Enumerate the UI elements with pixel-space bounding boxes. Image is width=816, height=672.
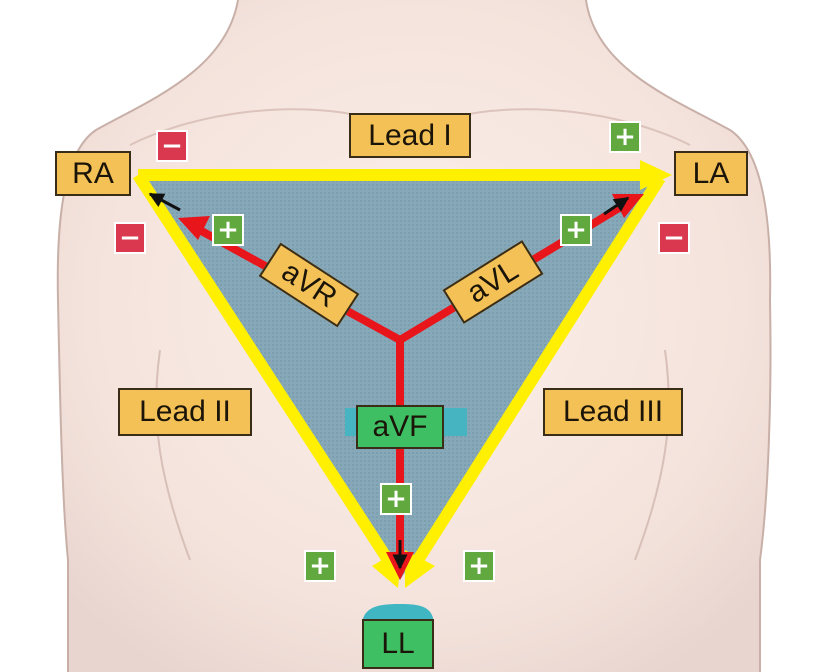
label-ll: LL [362,619,434,669]
plus-sign-avr: + [212,214,244,246]
plus-sign-avf: + [380,483,412,515]
label-la: LA [674,151,748,196]
label-avf: aVF [356,405,444,449]
plus-sign-avl: + [560,214,592,246]
label-lead-ii: Lead II [118,388,252,436]
plus-sign-lead-iii-ll: + [463,550,495,582]
minus-sign-lead-iii-la: − [658,222,690,254]
label-lead-i: Lead I [349,113,471,158]
label-lead-iii: Lead III [543,388,683,436]
minus-sign-lead-i-ra: − [156,130,188,162]
plus-sign-lead-ii-ll: + [304,550,336,582]
minus-sign-avl-ra: − [114,222,146,254]
plus-sign-lead-i-la: + [609,121,641,153]
label-ra: RA [55,151,131,196]
